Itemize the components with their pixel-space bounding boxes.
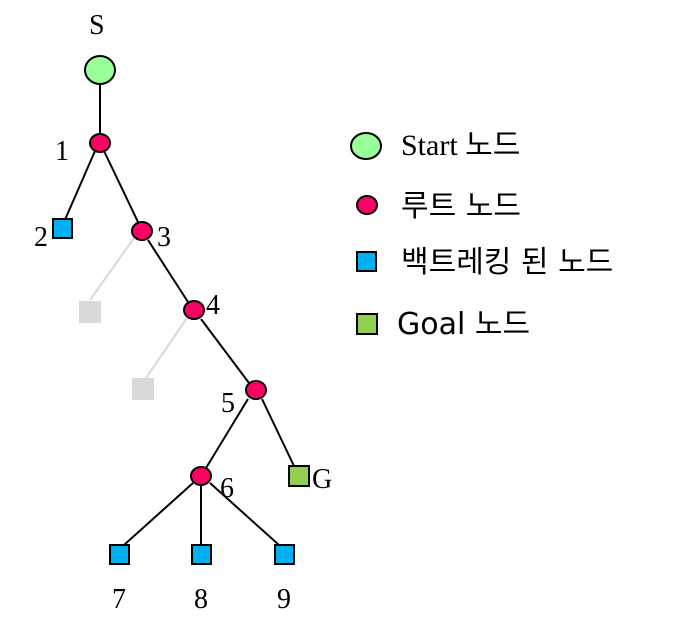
- label-6: 6: [220, 473, 234, 504]
- legend-goal-label: Goal 노드: [397, 307, 530, 342]
- node-2: [52, 218, 73, 239]
- start-node: [84, 55, 116, 85]
- edge-3-pruned: [89, 237, 135, 301]
- legend: Start 노드 루트 노드 백트레킹 된 노드 Goal 노드: [350, 129, 613, 342]
- edge-1-2: [63, 150, 96, 223]
- edge-5-6: [205, 398, 249, 469]
- node-5: [245, 380, 267, 400]
- edge-1-3: [103, 150, 139, 223]
- legend-goal-icon: [356, 313, 378, 335]
- edge-3-4: [147, 239, 189, 303]
- edge-6-9: [209, 482, 280, 546]
- label-2: 2: [34, 222, 48, 253]
- node-8: [191, 544, 212, 565]
- pruned-edges: [89, 237, 188, 379]
- edge-6-7: [123, 482, 194, 546]
- edge-5-g: [261, 398, 295, 467]
- node-6: [190, 466, 212, 486]
- node-3: [131, 221, 153, 241]
- pruned-node-b: [132, 378, 154, 400]
- label-s: S: [89, 10, 105, 41]
- edge-4-5: [200, 318, 250, 384]
- legend-start-label: Start 노드: [401, 129, 520, 162]
- tree-edges: [63, 84, 295, 546]
- node-7: [109, 544, 130, 565]
- label-3: 3: [157, 222, 171, 253]
- label-9: 9: [277, 584, 291, 615]
- edge-4-pruned: [145, 317, 188, 379]
- legend-start-icon: [350, 132, 382, 160]
- goal-node: [288, 465, 310, 487]
- label-5: 5: [221, 388, 235, 419]
- node-4: [183, 300, 205, 320]
- legend-root-label: 루트 노드: [401, 189, 521, 224]
- pruned-node-a: [79, 301, 101, 323]
- legend-backtracked-icon: [356, 251, 377, 272]
- legend-backtracked-label: 백트레킹 된 노드: [401, 245, 613, 280]
- label-8: 8: [194, 584, 208, 615]
- label-g: G: [312, 464, 332, 495]
- node-1: [89, 133, 111, 153]
- label-7: 7: [112, 584, 126, 615]
- label-4: 4: [206, 290, 220, 321]
- label-1: 1: [55, 136, 69, 167]
- legend-root-icon: [356, 195, 378, 215]
- node-labels: S 1 2 3 4 5 6 G 7 8 9: [34, 10, 332, 615]
- node-9: [274, 544, 295, 565]
